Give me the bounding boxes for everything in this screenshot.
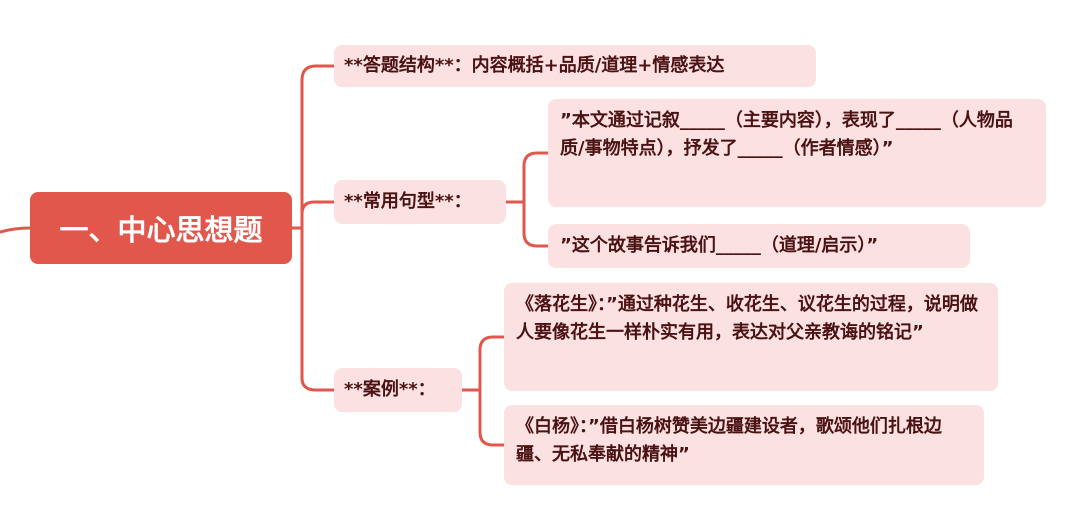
- leaf-case-baiyang[interactable]: 《白杨》：”借白杨树赞美边疆建设者，歌颂他们扎根边疆、无私奉献的精神”: [504, 405, 984, 485]
- connector-incoming: [0, 226, 32, 234]
- connector-root-to-structure: [300, 64, 336, 230]
- branch-common-patterns[interactable]: **常用句型**：: [334, 180, 506, 224]
- connector-root-to-cases: [300, 226, 336, 392]
- leaf-pattern-summary-sentence[interactable]: ”本文通过记叙_____（主要内容），表现了_____（人物品质/事物特点），抒…: [548, 99, 1046, 207]
- connector-patterns-to-sentence1: [522, 151, 550, 204]
- leaf-pattern-lesson-sentence[interactable]: ”这个故事告诉我们_____（道理/启示）”: [548, 224, 970, 268]
- root-node-central-idea[interactable]: 一、中心思想题: [30, 192, 292, 264]
- connector-patterns-to-sentence2: [522, 200, 550, 248]
- branch-answer-structure[interactable]: **答题结构**：内容概括+品质/道理+情感表达: [334, 45, 816, 87]
- connector-cases-to-luohuasheng: [478, 335, 506, 392]
- connector-root-to-patterns: [300, 200, 336, 230]
- leaf-case-luohuasheng[interactable]: 《落花生》：”通过种花生、收花生、议花生的过程，说明做人要像花生一样朴实有用，表…: [504, 283, 998, 391]
- connector-cases-to-baiyang: [478, 388, 506, 447]
- branch-cases[interactable]: **案例**：: [334, 368, 462, 412]
